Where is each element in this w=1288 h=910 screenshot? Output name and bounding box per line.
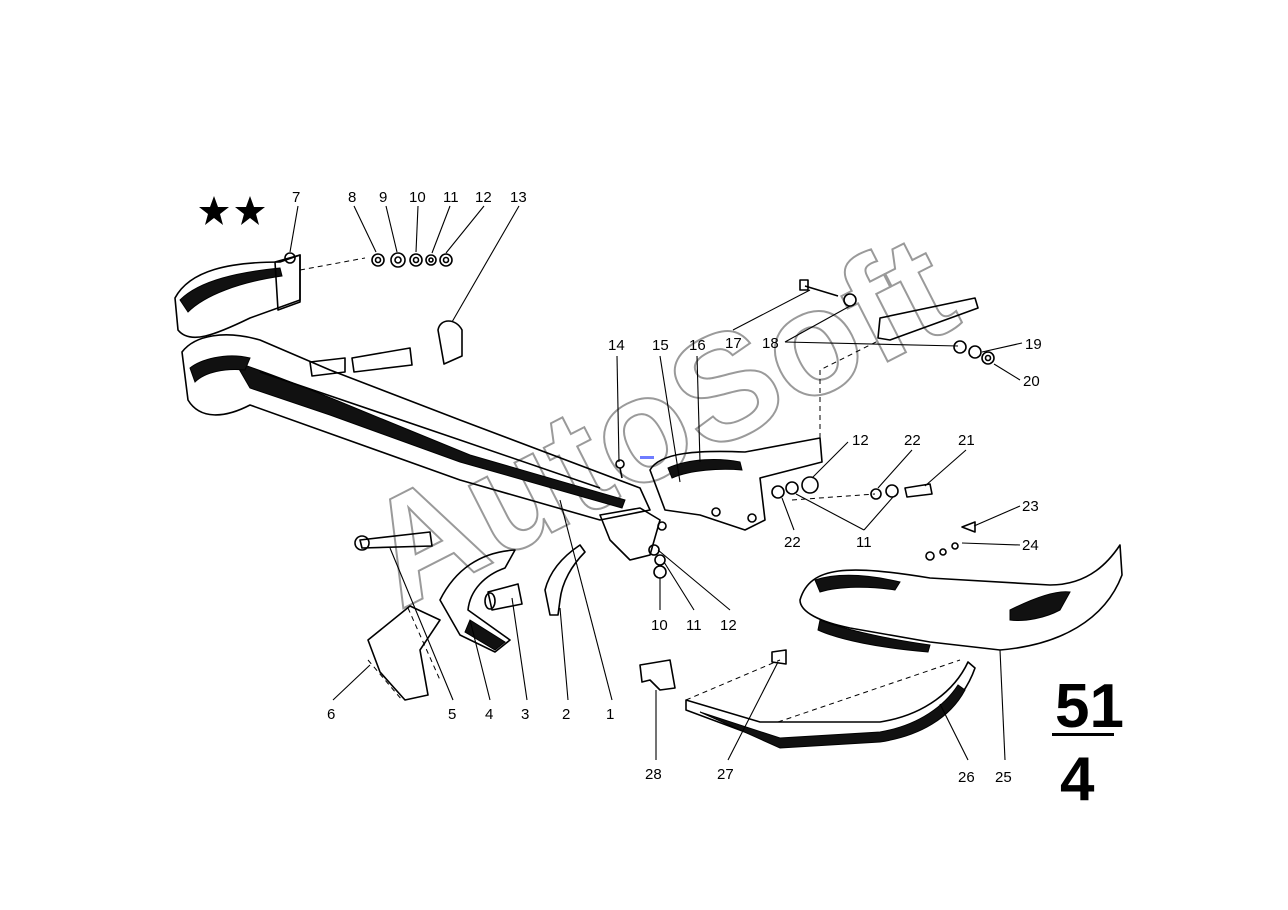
label-12: 12 (475, 189, 492, 206)
label-12-left: 12 (720, 617, 737, 634)
label-17: 17 (725, 335, 742, 352)
label-6: 6 (327, 706, 335, 723)
label-18: 18 (762, 335, 779, 352)
label-14: 14 (608, 337, 625, 354)
label-26: 26 (958, 769, 975, 786)
accent-mark (640, 456, 654, 459)
label-22-low: 22 (784, 534, 801, 551)
label-4: 4 (485, 706, 493, 723)
label-3: 3 (521, 706, 529, 723)
star-icons (199, 196, 265, 225)
label-2: 2 (562, 706, 570, 723)
lower-left-parts (354, 531, 586, 701)
label-27: 27 (717, 766, 734, 783)
label-21: 21 (958, 432, 975, 449)
star-icon (199, 196, 229, 225)
label-20: 20 (1023, 373, 1040, 390)
label-5: 5 (448, 706, 456, 723)
watermark: AutoSoft (338, 201, 978, 638)
leader-lines (289, 205, 1023, 761)
label-23: 23 (1022, 498, 1039, 515)
upper-hardware (274, 252, 463, 377)
label-12-mid: 12 (852, 432, 869, 449)
front-bumper (174, 254, 651, 521)
label-16: 16 (689, 337, 706, 354)
label-25: 25 (995, 769, 1012, 786)
label-8: 8 (348, 189, 356, 206)
reference-group: 51 (1055, 672, 1124, 741)
label-13: 13 (510, 189, 527, 206)
callout-labels: 7 8 9 10 11 12 13 14 15 16 17 18 19 20 1… (292, 189, 1042, 786)
label-11-low: 11 (856, 534, 872, 551)
label-22-mid: 22 (904, 432, 921, 449)
label-11: 11 (443, 189, 459, 206)
rear-bumper (799, 521, 1123, 653)
label-24: 24 (1022, 537, 1039, 554)
group-reference: 51 4 (1052, 672, 1124, 814)
label-15: 15 (652, 337, 669, 354)
star-icon (235, 196, 265, 225)
reference-sub: 4 (1060, 745, 1095, 814)
label-19: 19 (1025, 336, 1042, 353)
label-28: 28 (645, 766, 662, 783)
reference-divider (1052, 733, 1114, 736)
label-10-low: 10 (651, 617, 668, 634)
label-7: 7 (292, 189, 300, 206)
label-9: 9 (379, 189, 387, 206)
clip-part (639, 659, 676, 691)
label-1: 1 (606, 706, 614, 723)
bumper-bracket (599, 339, 881, 561)
trim-strip (685, 649, 976, 749)
label-11-left: 11 (686, 617, 702, 634)
label-10: 10 (409, 189, 426, 206)
rail-hardware (799, 279, 995, 365)
